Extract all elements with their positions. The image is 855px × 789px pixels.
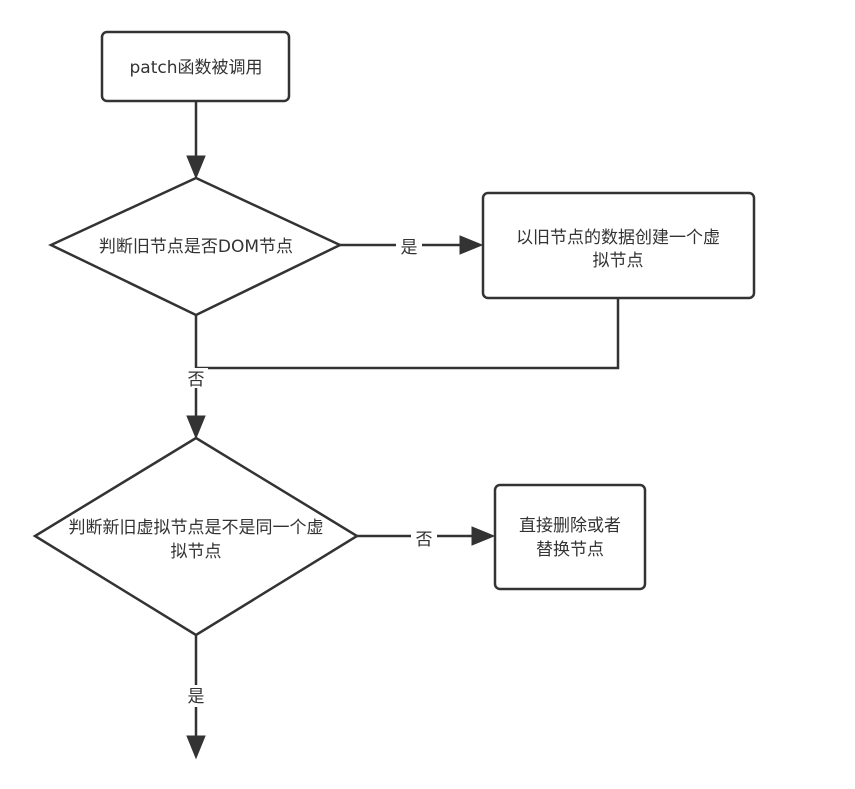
decision2-node: 判断新旧虚拟节点是不是同一个虚 拟节点: [32, 436, 360, 637]
arrowhead: [459, 235, 484, 255]
edge-label-decision2-no: 否: [416, 530, 433, 550]
edge-label-decision1-yes: 是: [401, 238, 418, 258]
edge-label-decision2-yes: 是: [188, 687, 205, 707]
edge-start-to-decision1: [186, 101, 206, 180]
replace-label-line2: 替换节点: [536, 540, 604, 560]
edge-label-decision1-no: 否: [188, 370, 205, 390]
create-vnode-node: 以旧节点的数据创建一个虚 拟节点: [481, 191, 756, 300]
create-vnode-label-line1: 以旧节点的数据创建一个虚: [516, 228, 720, 248]
replace-label-line1: 直接删除或者: [519, 516, 621, 536]
edge-decision1-yes: 是: [340, 235, 484, 258]
create-vnode-label-line2: 拟节点: [593, 251, 644, 271]
decision1-label: 判断旧节点是否DOM节点: [99, 237, 293, 257]
arrowhead: [186, 155, 206, 180]
edge-decision2-no: 否: [357, 526, 496, 550]
arrowhead: [471, 526, 496, 546]
start-node-label: patch函数被调用: [130, 58, 263, 78]
replace-node: 直接删除或者 替换节点: [493, 483, 647, 591]
edge-create-vnode-to-merge: [196, 298, 620, 370]
decision2-label-line1: 判断新旧虚拟节点是不是同一个虚: [69, 518, 324, 538]
arrowhead: [186, 415, 206, 440]
start-node: patch函数被调用: [100, 30, 291, 103]
edge-decision1-no: 否: [184, 315, 208, 440]
edge-decision2-yes: 是: [184, 635, 208, 760]
decision1-node: 判断旧节点是否DOM节点: [48, 176, 343, 317]
decision2-label-line2: 拟节点: [171, 542, 222, 562]
arrowhead: [186, 735, 206, 760]
